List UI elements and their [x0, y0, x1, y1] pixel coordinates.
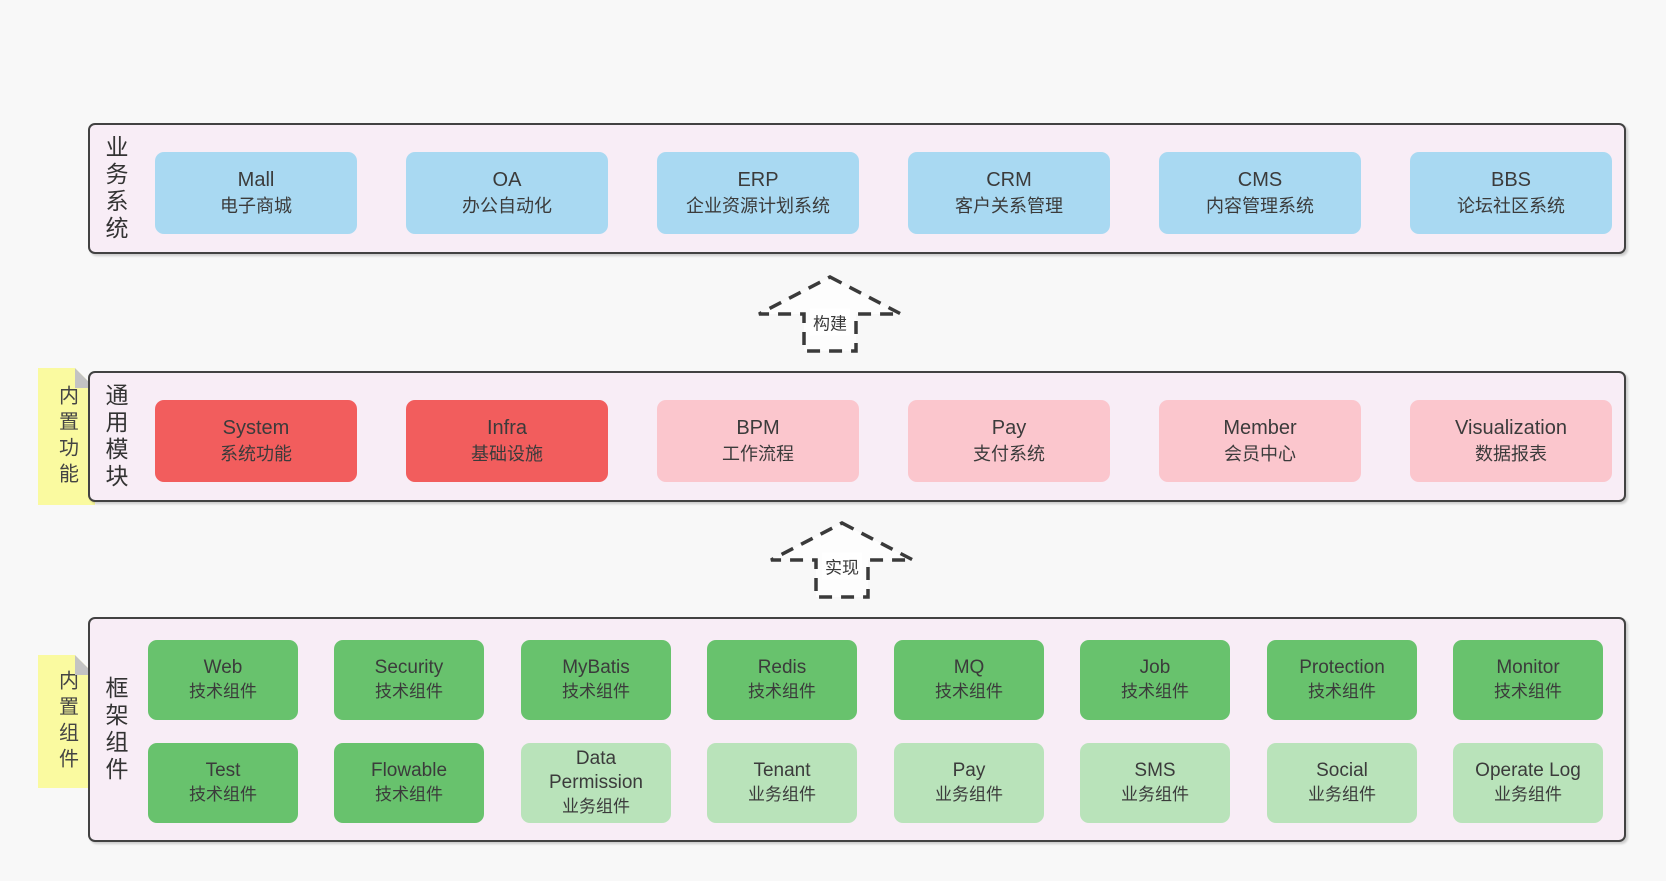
- box-mq: MQ 技术组件: [894, 640, 1044, 720]
- box-test: Test 技术组件: [148, 743, 298, 823]
- box-bbs: BBS 论坛社区系统: [1410, 152, 1612, 234]
- box-tenant: Tenant 业务组件: [707, 743, 857, 823]
- sticky-note-built-in-components: 内置组件: [38, 655, 95, 788]
- box-infra: Infra 基础设施: [406, 400, 608, 482]
- box-operate-log: Operate Log 业务组件: [1453, 743, 1603, 823]
- box-oa: OA 办公自动化: [406, 152, 608, 234]
- box-social: Social 业务组件: [1267, 743, 1417, 823]
- note-label: 内置功能: [55, 384, 78, 489]
- box-member: Member 会员中心: [1159, 400, 1361, 482]
- box-sms: SMS 业务组件: [1080, 743, 1230, 823]
- box-system: System 系统功能: [155, 400, 357, 482]
- box-erp: ERP 企业资源计划系统: [657, 152, 859, 234]
- box-data-permission: Data Permission 业务组件: [521, 743, 671, 823]
- arrow-label-implement: 实现: [822, 552, 862, 580]
- box-flowable: Flowable 技术组件: [334, 743, 484, 823]
- box-monitor: Monitor 技术组件: [1453, 640, 1603, 720]
- box-redis: Redis 技术组件: [707, 640, 857, 720]
- box-mybatis: MyBatis 技术组件: [521, 640, 671, 720]
- box-crm: CRM 客户关系管理: [908, 152, 1110, 234]
- box-cms: CMS 内容管理系统: [1159, 152, 1361, 234]
- band-framework-components: 框架组件 Web 技术组件 Security 技术组件 MyBatis 技术组件…: [88, 617, 1626, 842]
- note-label: 内置组件: [55, 669, 78, 774]
- box-security: Security 技术组件: [334, 640, 484, 720]
- band-label: 通用模块: [102, 382, 128, 491]
- box-job: Job 技术组件: [1080, 640, 1230, 720]
- band-label: 框架组件: [102, 675, 128, 784]
- sticky-note-built-in-features: 内置功能: [38, 368, 95, 505]
- box-mall: Mall 电子商城: [155, 152, 357, 234]
- band-common-modules: 通用模块 System 系统功能 Infra 基础设施 BPM 工作流程 Pay…: [88, 371, 1626, 502]
- box-protection: Protection 技术组件: [1267, 640, 1417, 720]
- arrow-label-build: 构建: [810, 308, 850, 336]
- box-visualization: Visualization 数据报表: [1410, 400, 1612, 482]
- box-bpm: BPM 工作流程: [657, 400, 859, 482]
- band-label: 业务系统: [102, 134, 128, 243]
- band-business-systems: 业务系统 Mall 电子商城 OA 办公自动化 ERP 企业资源计划系统 CRM…: [88, 123, 1626, 254]
- box-web: Web 技术组件: [148, 640, 298, 720]
- box-pay-biz: Pay 业务组件: [894, 743, 1044, 823]
- box-pay: Pay 支付系统: [908, 400, 1110, 482]
